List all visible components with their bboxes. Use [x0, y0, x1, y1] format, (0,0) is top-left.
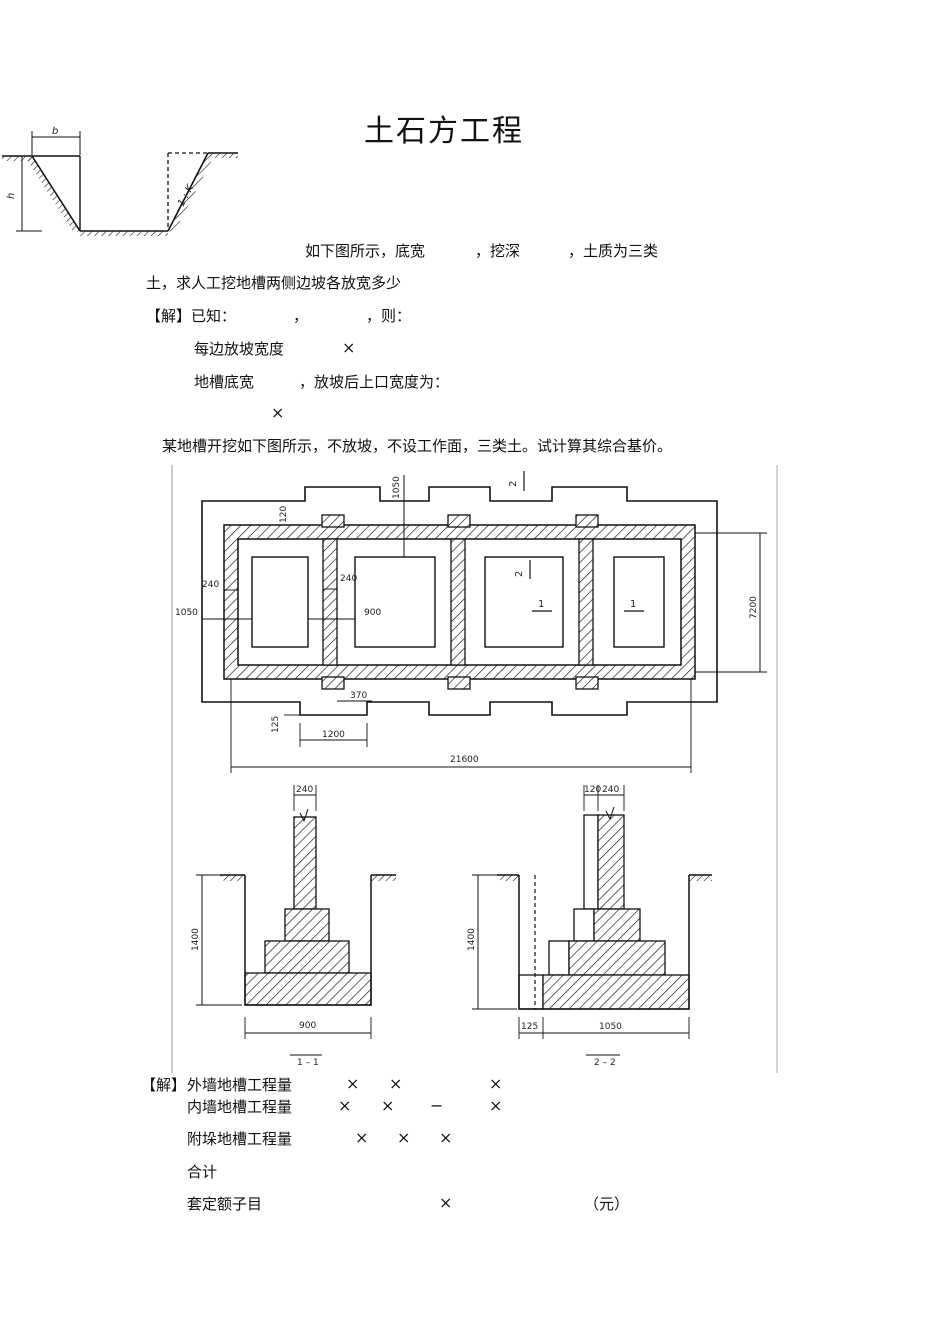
- dim-120: 120: [279, 506, 289, 523]
- s1-dim-240: 240: [296, 785, 313, 795]
- s1-dim-900: 900: [299, 1021, 316, 1031]
- solution2-row-quota-unit: （元）: [584, 1195, 630, 1213]
- dim-7200: 7200: [749, 596, 759, 619]
- problem1-line1-c: ，土质为三类: [568, 242, 659, 260]
- dim-21600: 21600: [450, 755, 479, 765]
- label-h: h: [6, 193, 17, 199]
- solution1-row2-b: ，放坡后上口宽度为：: [299, 373, 450, 391]
- section2-label: 2 – 2: [594, 1058, 616, 1068]
- section-mark-2-mid: 2: [514, 571, 525, 577]
- section-mark-2-top: 2: [508, 481, 519, 487]
- dim-240-mid: 240: [340, 574, 357, 584]
- section1-label: 1 – 1: [297, 1058, 319, 1068]
- s2-dim-120: 120: [584, 785, 601, 795]
- solution1-row2-a: 地槽底宽: [194, 373, 255, 391]
- solution2-row-outer-label: 外墙地槽工程量: [187, 1076, 293, 1094]
- solution2-row-inner-mark: ×: [489, 1096, 503, 1115]
- solution1-row1-mark: ×: [342, 338, 356, 357]
- foundation-drawing: 1050 120 240 240 1050 900 7200 370 125 1…: [171, 465, 778, 1073]
- solution2-row-inner-mark: ×: [338, 1096, 352, 1115]
- dim-370: 370: [350, 691, 367, 701]
- solution2-row-pilaster-mark: ×: [439, 1128, 453, 1147]
- solution2-row-pilaster-mark: ×: [355, 1128, 369, 1147]
- section-mark-1-b: 1: [630, 599, 636, 610]
- problem1-line2: 土，求人工挖地槽两侧边坡各放宽多少: [146, 274, 402, 292]
- label-b: b: [52, 126, 58, 137]
- s1-dim-1400: 1400: [191, 928, 201, 951]
- problem2-text: 某地槽开挖如下图所示，不放坡，不设工作面，三类土。试计算其综合基价。: [162, 437, 673, 455]
- solution2-row-inner-mark: −: [430, 1096, 444, 1115]
- solution2-row-inner-label: 内墙地槽工程量: [187, 1098, 293, 1116]
- solution2-row-outer-mark: ×: [346, 1074, 360, 1093]
- solution1-row1-label: 每边放坡宽度: [194, 340, 285, 358]
- section-mark-1-a: 1: [538, 599, 544, 610]
- solution2-row-inner-mark: ×: [381, 1096, 395, 1115]
- solution1-then: ，则：: [366, 307, 412, 325]
- dim-125: 125: [271, 716, 281, 733]
- dim-1050-left: 1050: [175, 608, 198, 618]
- dim-240-left: 240: [202, 580, 219, 590]
- solution2-row-pilaster-mark: ×: [397, 1128, 411, 1147]
- solution1-prefix: 【解】已知：: [146, 307, 237, 325]
- solution2-row-outer-mark: ×: [389, 1074, 403, 1093]
- problem1-line1-a: 如下图所示，底宽: [305, 242, 426, 260]
- s2-dim-1400: 1400: [467, 928, 477, 951]
- s2-dim-240: 240: [602, 785, 619, 795]
- problem1-line1-b: ，挖深: [475, 242, 521, 260]
- dim-1050-top: 1050: [392, 476, 402, 499]
- s2-dim-1050: 1050: [599, 1022, 622, 1032]
- solution1-row3-mark: ×: [271, 403, 285, 422]
- dim-1200: 1200: [322, 730, 345, 740]
- solution2-prefix: 【解】: [141, 1076, 187, 1094]
- solution2-row-pilaster-label: 附垛地槽工程量: [187, 1130, 293, 1148]
- solution2-row-quota-mark: ×: [439, 1193, 453, 1212]
- dim-900: 900: [364, 608, 381, 618]
- page-title: 土石方工程: [364, 114, 524, 149]
- s2-dim-125: 125: [521, 1022, 538, 1032]
- trench-slope-figure: b h 1 : K: [2, 126, 238, 236]
- solution2-row-quota-label: 套定额子目: [187, 1195, 263, 1213]
- solution2-row-total-label: 合计: [187, 1163, 218, 1181]
- solution2-row-outer-mark: ×: [489, 1074, 503, 1093]
- solution1-comma: ，: [293, 307, 309, 325]
